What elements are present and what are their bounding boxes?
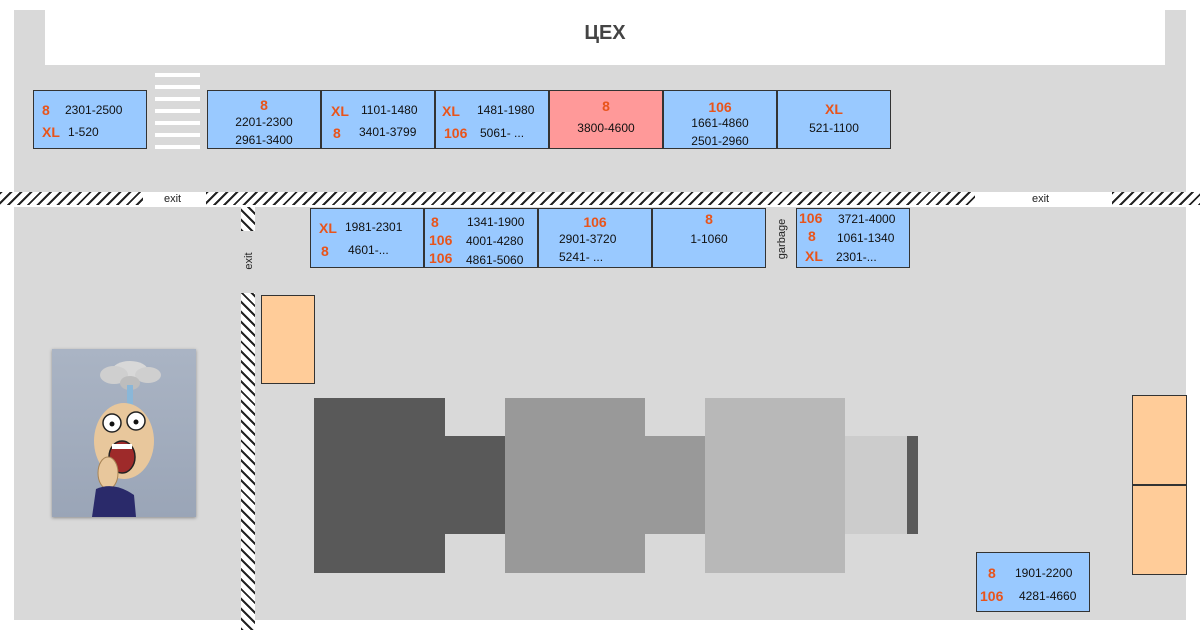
range-label: 1661-4860 xyxy=(691,116,749,130)
range-label: 521-1100 xyxy=(809,121,859,135)
code-label: XL xyxy=(42,124,60,140)
orange-block xyxy=(261,295,315,384)
wall-segment xyxy=(206,192,975,205)
code-label: 106 xyxy=(799,210,823,226)
code-label: 8 xyxy=(260,97,268,113)
storage-cell: 8 2201-2300 2961-3400 xyxy=(207,90,321,149)
range-label: 4601-... xyxy=(348,243,389,257)
code-label: 8 xyxy=(431,214,439,230)
code-label: 8 xyxy=(42,102,50,118)
range-label: 1061-1340 xyxy=(837,231,895,245)
range-label: 5241- ... xyxy=(559,250,604,264)
wall-segment xyxy=(0,192,143,205)
exit-label: exit xyxy=(243,252,255,270)
wall-segment xyxy=(241,293,255,630)
storage-cell: XL 1101-1480 8 3401-3799 xyxy=(321,90,435,149)
storage-cell: XL 521-1100 xyxy=(777,90,891,149)
range-label: 1-520 xyxy=(68,125,99,139)
range-label: 1341-1900 xyxy=(467,215,525,229)
wall-segment xyxy=(1112,192,1200,205)
range-label: 1981-2301 xyxy=(345,220,403,234)
range-label: 1-1060 xyxy=(690,232,728,246)
wall-segment xyxy=(241,207,255,231)
range-label: 4281-4660 xyxy=(1019,589,1077,603)
machine-section xyxy=(314,398,445,573)
code-label: 8 xyxy=(705,211,713,227)
code-label: 106 xyxy=(444,125,468,141)
storage-cell: 8 1901-2200 106 4281-4660 xyxy=(976,552,1090,612)
storage-cell: 8 1-1060 xyxy=(652,208,766,268)
range-label: 2501-2960 xyxy=(691,134,749,148)
workshop-area xyxy=(45,10,1165,65)
code-label: 8 xyxy=(602,98,610,114)
stressed-person-illustration xyxy=(52,349,196,517)
range-label: 4001-4280 xyxy=(466,234,524,248)
range-label: 3800-4600 xyxy=(577,121,635,135)
orange-block xyxy=(1132,485,1187,575)
machine-section xyxy=(705,398,845,573)
orange-block xyxy=(1132,395,1187,485)
exit-label: exit xyxy=(164,193,182,205)
range-label: 2201-2300 xyxy=(235,115,293,129)
storage-cell: 8 1341-1900 106 4001-4280 106 4861-5060 xyxy=(424,208,538,268)
machine-connector xyxy=(845,436,907,534)
machine-connector xyxy=(645,436,705,534)
illustration-svg xyxy=(92,361,161,517)
code-label: 106 xyxy=(708,99,732,115)
code-label: XL xyxy=(805,248,823,264)
range-label: 1901-2200 xyxy=(1015,566,1073,580)
machine-end-cap xyxy=(907,436,918,534)
range-label: 2301-... xyxy=(836,250,877,264)
garbage-label: garbage xyxy=(776,218,788,260)
storage-cell: XL 1981-2301 8 4601-... xyxy=(310,208,424,268)
range-label: 4861-5060 xyxy=(466,253,524,267)
code-label: 106 xyxy=(429,232,453,248)
storage-cell: XL 1481-1980 106 5061- ... xyxy=(435,90,549,149)
machine-section xyxy=(505,398,645,573)
code-label: 8 xyxy=(333,125,341,141)
range-label: 1481-1980 xyxy=(477,103,535,117)
crosswalk xyxy=(155,65,200,149)
code-label: XL xyxy=(319,220,337,236)
range-label: 1101-1480 xyxy=(361,103,418,117)
range-label: 2301-2500 xyxy=(65,103,123,117)
code-label: 106 xyxy=(429,250,453,266)
machine-connector xyxy=(445,436,505,534)
code-label: 8 xyxy=(988,565,996,581)
range-label: 3721-4000 xyxy=(838,212,896,226)
range-label: 2901-3720 xyxy=(559,232,617,246)
range-label: 2961-3400 xyxy=(235,133,293,147)
storage-cell: 106 1661-4860 2501-2960 xyxy=(663,90,777,149)
storage-cell: 8 2301-2500 XL 1-520 xyxy=(33,90,147,149)
range-label: 5061- ... xyxy=(480,126,525,140)
range-label: 3401-3799 xyxy=(359,125,417,139)
code-label: XL xyxy=(331,103,349,119)
page-title: ЦЕХ xyxy=(584,22,626,44)
storage-cell: 106 3721-4000 8 1061-1340 XL 2301-... xyxy=(796,208,910,268)
exit-label: exit xyxy=(1032,193,1050,205)
code-label: 8 xyxy=(808,228,816,244)
storage-cell-highlighted: 8 3800-4600 xyxy=(549,90,663,149)
code-label: 106 xyxy=(980,588,1004,604)
code-label: XL xyxy=(442,103,460,119)
code-label: 8 xyxy=(321,243,329,259)
storage-cell: 106 2901-3720 5241- ... xyxy=(538,208,652,268)
code-label: 106 xyxy=(583,214,607,230)
code-label: XL xyxy=(825,101,843,117)
